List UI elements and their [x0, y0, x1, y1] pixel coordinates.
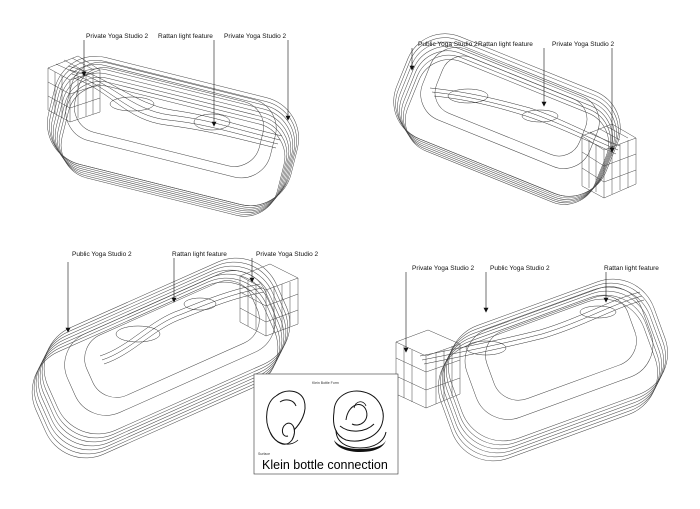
massing-model-1 — [47, 55, 299, 217]
slab-contours-1 — [47, 56, 299, 217]
inset-small-note: Surface — [258, 452, 271, 456]
leader-lines-3 — [65, 258, 255, 333]
label-panel1-private-studio-a: Private Yoga Studio 2 — [86, 33, 149, 40]
label-panel1-private-studio-b: Private Yoga Studio 2 — [224, 33, 287, 40]
studio-cube-3 — [239, 263, 299, 337]
massing-model-3 — [31, 257, 299, 459]
klein-tube-1 — [67, 65, 283, 149]
klein-tube-3 — [99, 283, 265, 365]
studio-cube-1 — [47, 55, 101, 123]
label-panel1-rattan-light: Rattan light feature — [158, 33, 213, 40]
label-panel2-private-studio: Private Yoga Studio 2 — [552, 41, 615, 48]
label-panel4-public-studio: Public Yoga Studio 2 — [490, 265, 550, 272]
label-panel2-rattan-light: Rattan light feature — [478, 41, 533, 48]
slab-contours-2 — [393, 33, 621, 205]
massing-model-2 — [393, 33, 637, 205]
leader-lines-1 — [81, 40, 291, 127]
leader-lines-4 — [403, 272, 609, 353]
klein-bottle-sketch-left — [266, 390, 306, 445]
label-panel2-public-studio: Public Yoga Studio 2 — [418, 41, 478, 48]
klein-bottle-shadow — [334, 440, 386, 452]
slab-contours-3 — [31, 257, 291, 459]
label-panel3-public-studio: Public Yoga Studio 2 — [72, 251, 132, 258]
massing-model-4 — [395, 278, 668, 462]
klein-tube-4 — [419, 291, 645, 365]
leader-lines-2 — [409, 48, 615, 153]
label-panel4-private-studio: Private Yoga Studio 2 — [412, 265, 475, 272]
klein-bottle-inset — [253, 373, 399, 475]
label-panel3-private-studio: Private Yoga Studio 2 — [256, 251, 319, 258]
inset-caption: Klein bottle connection — [262, 458, 388, 472]
inset-small-title: Klein Bottle Form — [312, 381, 339, 385]
label-panel4-rattan-light: Rattan light feature — [604, 265, 659, 272]
inset-frame — [253, 373, 399, 475]
studio-cube-4 — [395, 329, 461, 409]
label-panel3-rattan-light: Rattan light feature — [172, 251, 227, 258]
slab-contours-4 — [438, 278, 668, 462]
klein-bottle-sketch-right — [333, 390, 387, 449]
klein-tube-2 — [429, 87, 621, 155]
